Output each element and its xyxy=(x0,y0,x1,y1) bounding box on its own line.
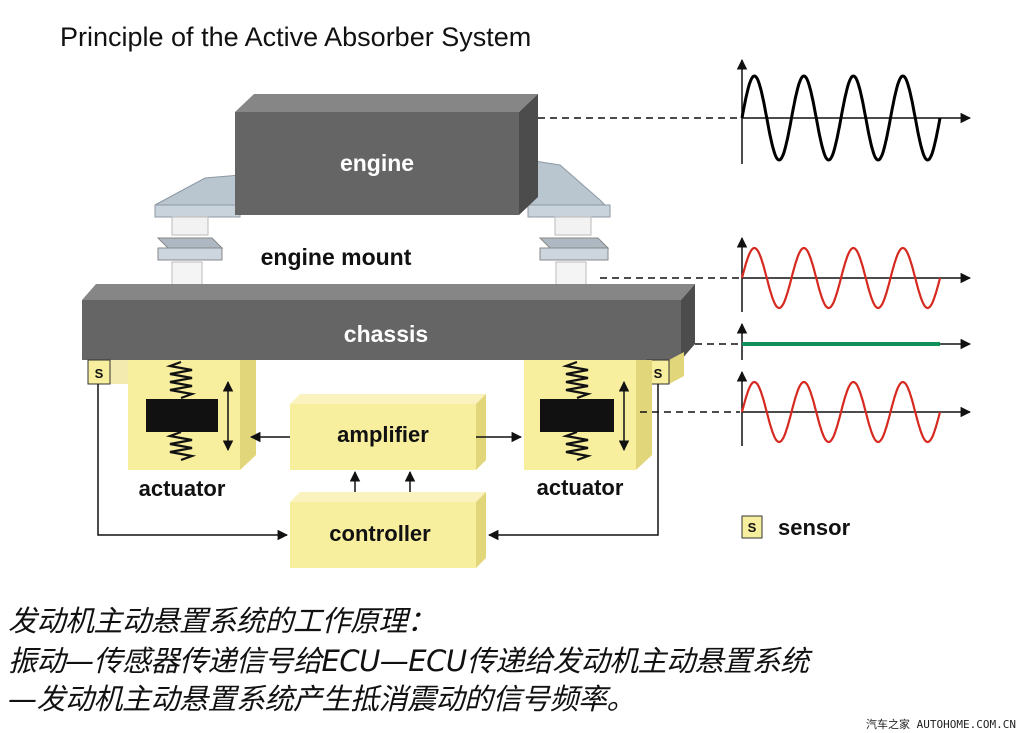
sensor-left: S xyxy=(87,359,128,385)
wave-engine-mount xyxy=(740,246,942,310)
wave-plot-actuator xyxy=(736,370,972,446)
sensor-legend-label: sensor xyxy=(778,515,851,540)
engine-mount-left xyxy=(154,174,241,303)
actuator-left-label: actuator xyxy=(139,476,226,501)
caption-line-2: 振动—传感器传递信号给ECU—ECU传递给发动机主动悬置系统 xyxy=(8,644,809,678)
wave-engine xyxy=(740,74,942,162)
engine-mount-label: engine mount xyxy=(261,244,412,270)
actuator-right xyxy=(524,360,652,470)
wave-plot-mount xyxy=(736,236,972,312)
signal-connectors xyxy=(97,384,659,541)
chassis-label: chassis xyxy=(344,321,428,347)
wave-plot-chassis xyxy=(736,322,972,360)
sensor-legend: S sensor xyxy=(741,515,851,540)
svg-text:S: S xyxy=(654,366,663,381)
svg-text:S: S xyxy=(748,520,757,535)
engine-block: engine xyxy=(235,94,538,215)
actuator-left xyxy=(128,360,256,470)
wave-actuator xyxy=(740,380,942,444)
chassis-block: chassis xyxy=(82,284,695,360)
controller-label: controller xyxy=(329,521,431,546)
engine-label: engine xyxy=(340,150,414,176)
controller-box: controller xyxy=(290,492,486,568)
amplifier-label: amplifier xyxy=(337,422,429,447)
watermark: 汽车之家 AUTOHOME.COM.CN xyxy=(866,718,1016,731)
svg-text:S: S xyxy=(95,366,104,381)
dashed-links xyxy=(538,117,740,413)
sensor-right: S xyxy=(646,352,684,385)
actuator-right-label: actuator xyxy=(537,475,624,500)
amplifier-box: amplifier xyxy=(290,394,486,470)
wave-plot-engine xyxy=(736,58,972,164)
caption-line-3: —发动机主动悬置系统产生抵消震动的信号频率。 xyxy=(8,682,636,716)
diagram-title: Principle of the Active Absorber System xyxy=(60,22,532,52)
engine-mount-right xyxy=(527,159,612,303)
caption-line-1: 发动机主动悬置系统的工作原理： xyxy=(8,604,436,638)
